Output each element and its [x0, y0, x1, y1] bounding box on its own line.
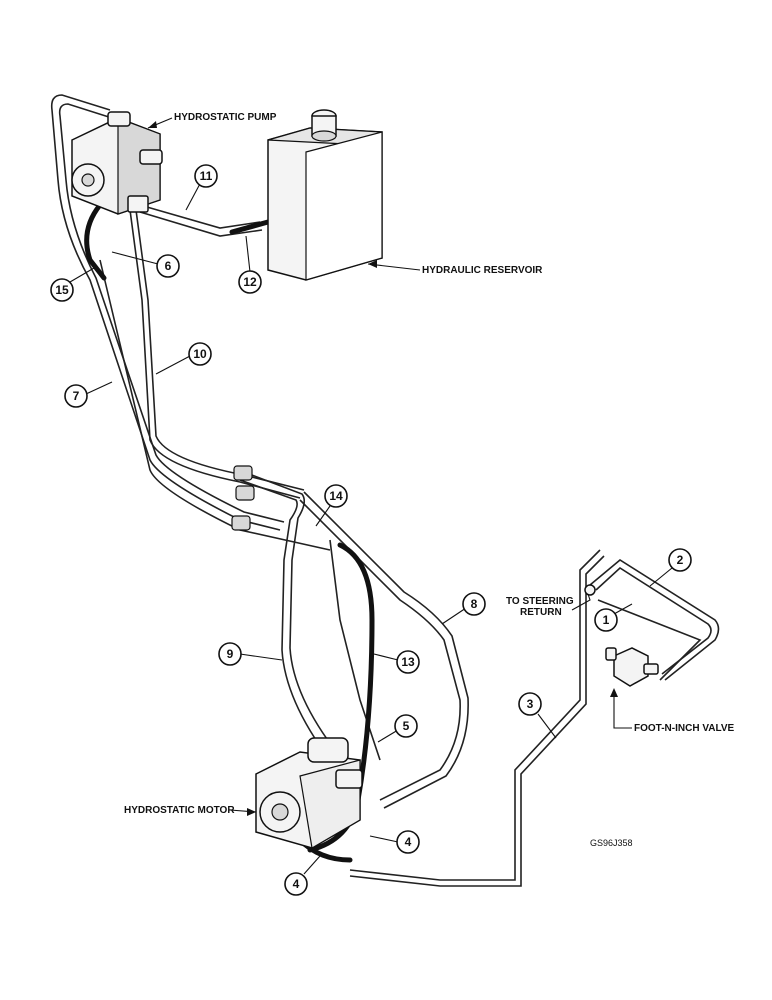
callout-1: 1	[603, 613, 610, 627]
callout-bubble-9	[218, 642, 242, 666]
tube-clamps	[231, 465, 255, 531]
callout-bubble-11	[194, 164, 218, 188]
callout-bubble-4a	[284, 872, 308, 896]
callout-5: 5	[403, 719, 410, 733]
callout-bubble-3	[518, 692, 542, 716]
callout-bubble-2	[668, 548, 692, 572]
callout-bubble-1	[594, 608, 618, 632]
callout-11: 11	[200, 169, 213, 183]
hydrostatic-pump	[71, 111, 163, 215]
callout-bubble-4b	[396, 830, 420, 854]
callout-bubble-14	[324, 484, 348, 508]
callout-12: 12	[243, 275, 257, 289]
callout-bubble-5	[394, 714, 418, 738]
callout-10: 10	[193, 347, 207, 361]
foot-n-inch-valve	[584, 584, 659, 687]
callout-bubble-10	[188, 342, 212, 366]
callout-bubble-13	[396, 650, 420, 674]
callout-bubble-7	[64, 384, 88, 408]
tube-lines	[50, 94, 720, 887]
callout-15: 15	[55, 283, 69, 297]
callout-bubble-12	[238, 270, 262, 294]
drawing-code: GS96J358	[590, 838, 633, 848]
callout-4b: 4	[405, 835, 412, 849]
callout-3: 3	[527, 697, 534, 711]
callout-bubble-8	[462, 592, 486, 616]
label-return: RETURN	[520, 607, 562, 618]
callout-4a: 4	[293, 877, 300, 891]
component-labels: HYDROSTATIC PUMP HYDRAULIC RESERVOIR HYD…	[124, 112, 735, 848]
label-hydrostatic-motor: HYDROSTATIC MOTOR	[124, 805, 235, 816]
hydraulic-reservoir	[267, 109, 383, 281]
label-foot-n-inch-valve: FOOT-N-INCH VALVE	[634, 723, 735, 734]
callout-14: 14	[329, 489, 343, 503]
callout-bubble-15	[50, 278, 74, 302]
label-to-steering: TO STEERING	[506, 596, 574, 607]
callout-8: 8	[471, 597, 478, 611]
callout-bubble-6	[156, 254, 180, 278]
label-hydraulic-reservoir: HYDRAULIC RESERVOIR	[422, 265, 543, 276]
callouts: 1 2 3 4 4 5 6 7 8 9	[50, 164, 692, 896]
callout-9: 9	[227, 647, 234, 661]
hydrostatic-motor	[255, 737, 363, 849]
callout-13: 13	[401, 655, 415, 669]
label-hydrostatic-pump: HYDROSTATIC PUMP	[174, 112, 277, 123]
callout-6: 6	[165, 259, 172, 273]
callout-2: 2	[677, 553, 684, 567]
callout-7: 7	[73, 389, 80, 403]
